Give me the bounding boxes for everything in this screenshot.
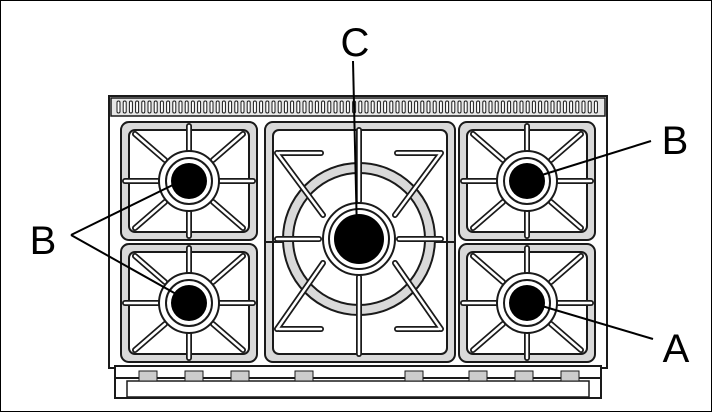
vent-slots: [116, 100, 598, 114]
vent-slot: [184, 100, 189, 114]
vent-slot: [469, 100, 474, 114]
vent-slot: [525, 100, 530, 114]
burner-rear-left: [121, 122, 257, 240]
vent-slot: [581, 100, 586, 114]
leader-b-right: [528, 140, 652, 180]
vent-slot: [296, 100, 301, 114]
vent-slot: [370, 100, 375, 114]
vent-slot: [228, 100, 233, 114]
vent-slot: [401, 100, 406, 114]
vent-slot: [562, 100, 567, 114]
burner-front-right: [459, 244, 595, 362]
vent-slot: [333, 100, 338, 114]
vent-slot: [531, 100, 536, 114]
vent-slot: [190, 100, 195, 114]
vent-slot: [457, 100, 462, 114]
leader-a: [524, 300, 654, 340]
vent-slot: [513, 100, 518, 114]
vent-slot: [364, 100, 369, 114]
vent-slot: [221, 100, 226, 114]
vent-slot: [569, 100, 574, 114]
knob-row: [138, 370, 580, 382]
vent-slot: [420, 100, 425, 114]
vent-slot: [209, 100, 214, 114]
vent-slot: [271, 100, 276, 114]
label-a: A: [663, 327, 690, 371]
vent-slot: [203, 100, 208, 114]
vent-slot: [414, 100, 419, 114]
vent-slot: [519, 100, 524, 114]
vent-slot: [438, 100, 443, 114]
vent-slot: [494, 100, 499, 114]
vent-slot: [314, 100, 319, 114]
vent-slot: [389, 100, 394, 114]
vent-slot: [159, 100, 164, 114]
vent-slot: [339, 100, 344, 114]
vent-slot: [122, 100, 127, 114]
burner-center: [264, 121, 456, 363]
vent-slot: [500, 100, 505, 114]
vent-slot: [507, 100, 512, 114]
vent-slot: [215, 100, 220, 114]
vent-slot: [451, 100, 456, 114]
vent-slot: [327, 100, 332, 114]
vent-slot: [593, 100, 598, 114]
vent-slot: [587, 100, 592, 114]
vent-slot: [302, 100, 307, 114]
vent-slot: [166, 100, 171, 114]
vent-slot: [358, 100, 363, 114]
vent-slot: [128, 100, 133, 114]
vent-slot: [141, 100, 146, 114]
vent-slot: [234, 100, 239, 114]
vent-slot: [345, 100, 350, 114]
label-b-right: B: [662, 119, 689, 163]
vent-slot: [476, 100, 481, 114]
vent-slot: [488, 100, 493, 114]
vent-slot: [395, 100, 400, 114]
burner-rear-right: [459, 122, 595, 240]
vent-slot: [116, 100, 121, 114]
vent-slot: [290, 100, 295, 114]
label-b-left: B: [30, 219, 57, 263]
leader-lines: [70, 60, 654, 340]
label-c: C: [341, 21, 370, 65]
leader-c: [352, 60, 358, 234]
vent-slot: [482, 100, 487, 114]
vent-slot: [265, 100, 270, 114]
vent-slot: [308, 100, 313, 114]
vent-slot: [575, 100, 580, 114]
vent-slot: [147, 100, 152, 114]
vent-slot: [277, 100, 282, 114]
vent-slot: [376, 100, 381, 114]
vent-slot: [463, 100, 468, 114]
vent-slot: [556, 100, 561, 114]
vent-slot: [153, 100, 158, 114]
vent-slot: [407, 100, 412, 114]
vent-slot: [426, 100, 431, 114]
leader-b-left-top: [70, 178, 186, 236]
vent-slot: [544, 100, 549, 114]
vent-slot: [321, 100, 326, 114]
vent-slot: [240, 100, 245, 114]
vent-slot: [383, 100, 388, 114]
vent-slot: [172, 100, 177, 114]
vent-slot: [283, 100, 288, 114]
vent-slot: [197, 100, 202, 114]
vent-slot: [445, 100, 450, 114]
burner-front-left: [121, 244, 257, 362]
leader-b-left-bottom: [70, 234, 186, 300]
vent-slot: [432, 100, 437, 114]
vent-slot: [135, 100, 140, 114]
vent-slot: [246, 100, 251, 114]
vent-slot: [178, 100, 183, 114]
vent-slot: [259, 100, 264, 114]
vent-slot: [550, 100, 555, 114]
vent-slot: [538, 100, 543, 114]
vent-slot: [252, 100, 257, 114]
